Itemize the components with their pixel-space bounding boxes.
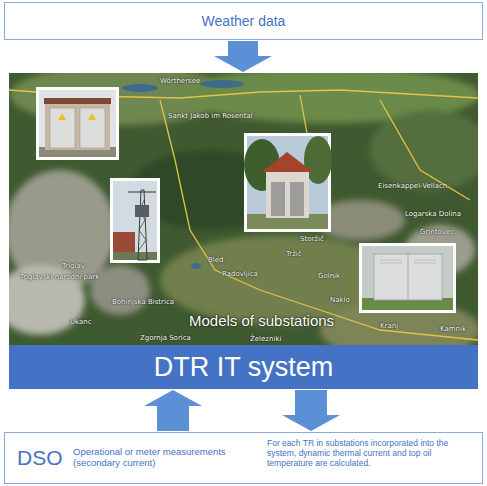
cabinet-seam	[408, 254, 409, 300]
substation-photo	[244, 133, 332, 232]
place-name: Wörthersee	[160, 77, 200, 85]
place-name: Storžič	[300, 235, 324, 243]
roads	[9, 90, 478, 340]
place-name: Triglav	[62, 262, 85, 270]
place-name: Kranj	[380, 322, 398, 330]
photo-frame	[36, 87, 119, 160]
place-name: Tržič	[286, 250, 302, 258]
kiosk-body	[45, 104, 110, 150]
kiosk-door	[80, 108, 105, 148]
place-name: Ukanc	[70, 318, 92, 326]
lake	[122, 84, 158, 92]
block-arrow	[144, 390, 202, 431]
input-note: Operational or meter measurements (secon…	[73, 446, 251, 469]
lake	[200, 80, 244, 88]
kiosk-roof	[44, 98, 111, 104]
place-name: Eisenkappel-Vellach	[378, 182, 447, 190]
place-name: Sankt Jakob im Rosental	[168, 112, 253, 120]
crossarm	[128, 192, 156, 193]
door	[271, 182, 285, 216]
system-band: DTR IT system	[9, 345, 478, 389]
photo-frame	[244, 133, 331, 232]
block-arrow	[214, 41, 272, 72]
place-name: Bled	[208, 256, 224, 264]
lattice-pole	[138, 190, 147, 260]
terrain	[9, 73, 478, 345]
louvre	[414, 263, 436, 264]
pole-transformer	[135, 205, 149, 217]
photo-ground	[113, 252, 157, 260]
substation-photo	[110, 178, 160, 263]
kiosk-door	[50, 108, 75, 148]
substation-photo	[359, 243, 456, 313]
warning-sign	[58, 113, 66, 120]
satellite-map	[9, 73, 478, 345]
output-note: For each TR in substations incorporated …	[267, 438, 477, 469]
substation-photo	[36, 87, 119, 160]
louvre	[380, 260, 402, 261]
map-panel: Models of substationsDTR IT system	[9, 73, 478, 389]
box-title: Weather data	[202, 13, 286, 30]
tile-roof	[262, 152, 313, 172]
place-name: Kamnik	[440, 325, 466, 333]
place-name: Golnik	[318, 272, 340, 280]
place-name: Naklo	[330, 296, 350, 304]
band-title: DTR IT system	[154, 351, 334, 383]
place-name: Radovljica	[222, 270, 258, 278]
input-box: Weather data	[4, 2, 483, 40]
place-name: Logarska Dolina	[405, 210, 461, 218]
place-name: Grintovec	[420, 228, 454, 236]
dso-box: DSOOperational or meter measurements (se…	[4, 432, 483, 484]
photo-sky	[39, 90, 116, 157]
photo-sky	[113, 181, 157, 260]
louvre	[414, 260, 436, 261]
dso-title: DSO	[17, 445, 73, 470]
place-name: Triglavski narodni park	[20, 273, 99, 281]
road	[160, 100, 478, 340]
photo-frame	[359, 243, 456, 313]
building-wall	[266, 172, 309, 218]
warning-sign	[88, 113, 96, 120]
photo-background	[362, 246, 453, 310]
place-name: Zgornja Sorica	[140, 334, 191, 342]
panel-caption: Models of substations	[189, 312, 359, 330]
place-name: Bohinjska Bistrica	[112, 298, 174, 306]
metal-cabinet	[374, 254, 442, 300]
place-name: Železniki	[250, 335, 281, 343]
terrain-patch	[370, 110, 478, 190]
louvres	[380, 260, 436, 263]
photo-frame	[110, 178, 160, 263]
door	[290, 182, 304, 216]
louvre	[380, 263, 402, 264]
mountain-patch	[90, 265, 150, 315]
lake	[191, 263, 201, 269]
block-arrow	[282, 390, 340, 431]
